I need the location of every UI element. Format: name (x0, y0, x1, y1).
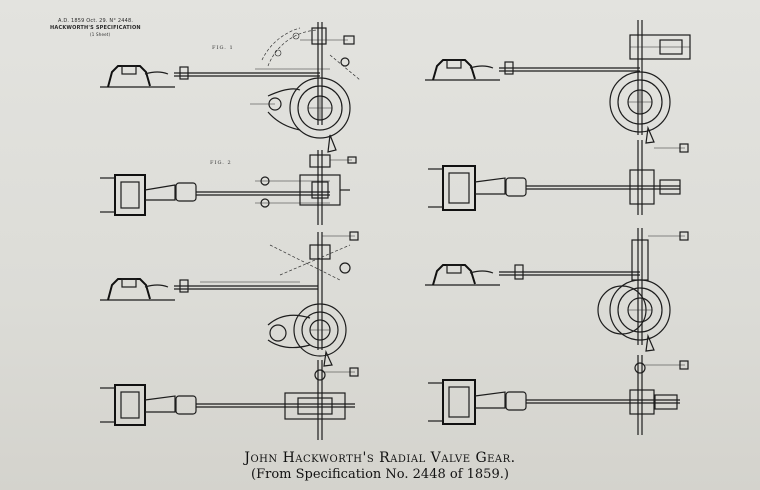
left-assembly-2 (100, 150, 357, 225)
caption-subtitle: (From Specification No. 2448 of 1859.) (251, 467, 509, 482)
specification-title: HACKWORTH'S SPECIFICATION (50, 25, 141, 31)
figure-2-label: FIG. 2 (210, 160, 232, 166)
left-assembly-1 (100, 22, 361, 153)
figure-1-label: FIG. 1 (212, 45, 234, 51)
specification-sheet: (1 Sheet) (90, 32, 111, 37)
specification-number: A.D. 1859 Oct. 29. N° 2448. (58, 18, 134, 24)
left-assembly-3 (100, 231, 359, 367)
right-assembly-4 (428, 355, 689, 435)
right-assembly-2 (428, 140, 689, 215)
left-assembly-4 (100, 360, 359, 440)
right-assembly-1 (425, 20, 691, 144)
caption-title: John Hackworth's Radial Valve Gear. (244, 450, 516, 466)
right-assembly-3 (425, 228, 689, 352)
